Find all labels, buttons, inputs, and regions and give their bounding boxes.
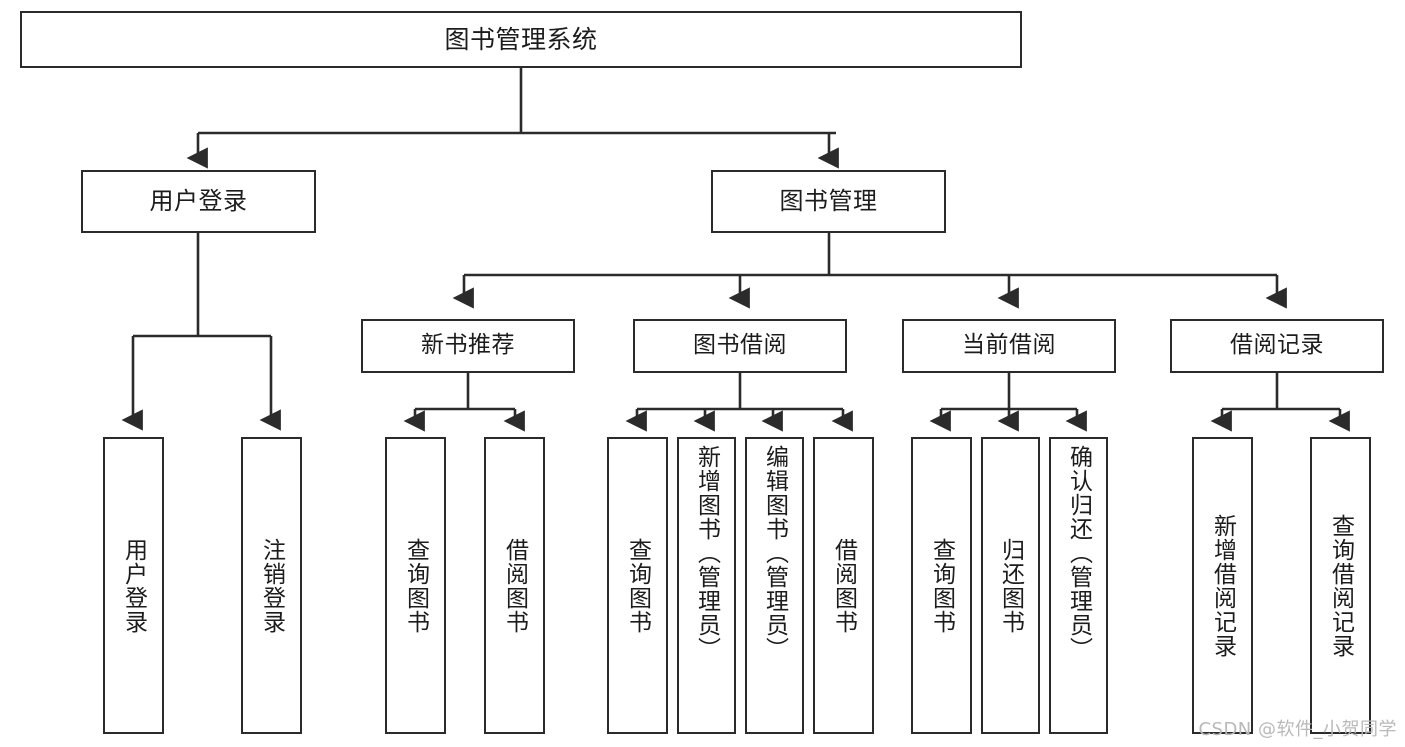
- leaf-book-borrow-borrow[interactable]: 借阅图书: [813, 437, 874, 734]
- leaf-book-borrow-edit[interactable]: 编辑图书（管理员）: [745, 437, 804, 734]
- node-label: 借阅记录: [1230, 332, 1324, 359]
- node-label: 新增图书（管理员）: [693, 445, 720, 661]
- leaf-current-borrow-confirm-return[interactable]: 确认归还（管理员）: [1049, 437, 1108, 734]
- csdn-watermark: CSDN @软件_小贺同学: [1198, 719, 1397, 740]
- node-user-login[interactable]: 用户登录: [81, 170, 316, 233]
- node-label: 确认归还（管理员）: [1065, 445, 1092, 661]
- node-label: 借阅图书: [501, 537, 528, 634]
- node-current-borrow[interactable]: 当前借阅: [902, 319, 1116, 373]
- node-label: 新增借阅记录: [1209, 513, 1236, 658]
- leaf-current-borrow-query[interactable]: 查询图书: [911, 437, 972, 734]
- node-book-borrow[interactable]: 图书借阅: [633, 319, 847, 373]
- node-label: 查询图书: [928, 537, 955, 634]
- node-root-book-management-system[interactable]: 图书管理系统: [20, 11, 1022, 68]
- leaf-book-borrow-query[interactable]: 查询图书: [607, 437, 668, 734]
- node-label: 借阅图书: [830, 537, 857, 634]
- node-label: 当前借阅: [962, 332, 1056, 359]
- leaf-new-book-borrow[interactable]: 借阅图书: [484, 437, 545, 734]
- leaf-borrow-record-query[interactable]: 查询借阅记录: [1310, 437, 1371, 734]
- node-label: 查询图书: [624, 537, 651, 634]
- node-label: 图书借阅: [693, 332, 787, 359]
- node-label: 用户登录: [120, 537, 147, 634]
- node-label: 注销登录: [258, 537, 285, 634]
- node-label: 用户登录: [149, 187, 248, 216]
- leaf-current-borrow-return[interactable]: 归还图书: [981, 437, 1040, 734]
- leaf-borrow-record-add[interactable]: 新增借阅记录: [1192, 437, 1253, 734]
- node-label: 新书推荐: [421, 332, 515, 359]
- leaf-user-login-signout[interactable]: 注销登录: [241, 437, 302, 734]
- node-new-book-recommend[interactable]: 新书推荐: [361, 319, 575, 373]
- node-label: 查询图书: [402, 537, 429, 634]
- node-borrow-record[interactable]: 借阅记录: [1170, 319, 1384, 373]
- node-label: 归还图书: [997, 537, 1024, 634]
- node-label: 查询借阅记录: [1327, 513, 1354, 658]
- node-label: 图书管理: [779, 187, 878, 216]
- node-label: 图书管理系统: [444, 24, 598, 54]
- node-book-management[interactable]: 图书管理: [711, 170, 946, 233]
- leaf-user-login-signin[interactable]: 用户登录: [103, 437, 164, 734]
- leaf-book-borrow-add[interactable]: 新增图书（管理员）: [677, 437, 736, 734]
- leaf-new-book-query[interactable]: 查询图书: [385, 437, 446, 734]
- node-label: 编辑图书（管理员）: [761, 445, 788, 661]
